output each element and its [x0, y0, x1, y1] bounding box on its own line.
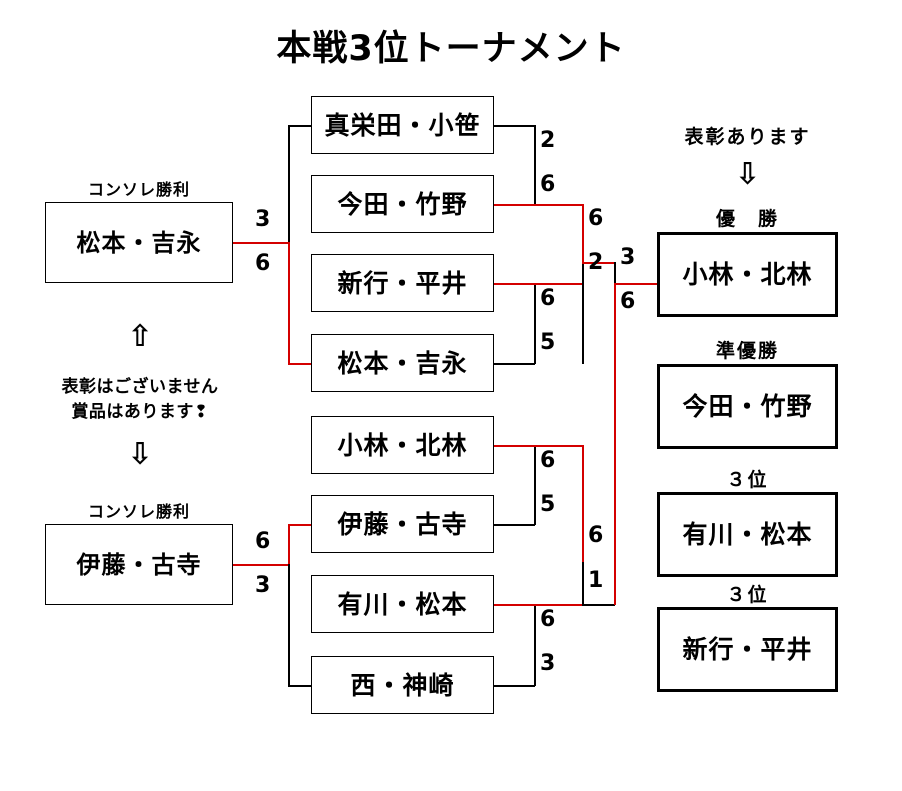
connector-left-bottom-to-box6 — [288, 524, 312, 526]
consolation-bottom-team: 伊藤・古寺 — [76, 550, 202, 579]
r1-pairD-out — [534, 604, 583, 606]
final-riser-upper — [614, 262, 616, 284]
r1-pairA-score-lower: 6 — [540, 172, 556, 197]
r1-box-6: 伊藤・古寺 — [311, 495, 494, 553]
consolation-top-team: 松本・吉永 — [76, 228, 202, 257]
r1-box-5: 小林・北林 — [311, 416, 494, 474]
result-team-4: 新行・平井 — [682, 635, 813, 664]
r1-pairB-score-lower: 5 — [540, 330, 556, 355]
r1-box-8: 西・神崎 — [311, 656, 494, 714]
result-team-2: 今田・竹野 — [682, 392, 813, 421]
notice-arrow-up-icon: ⇧ — [127, 319, 153, 354]
r1-box-7: 有川・松本 — [311, 575, 494, 633]
consolation-bottom-score-down: 3 — [255, 573, 271, 598]
r1-pairB-top-stub — [494, 283, 535, 285]
r2-upper-riser-lower — [582, 262, 584, 364]
connector-left-bottom-riser-lower — [288, 564, 290, 686]
awards-arrow-down-icon: ⇩ — [734, 157, 761, 192]
page-title: 本戦3位トーナメント — [276, 29, 626, 69]
consolation-bottom-caption: コンソレ勝利 — [87, 502, 190, 521]
r2-upper-score-lower: 2 — [588, 250, 604, 275]
final-out-to-champion — [614, 283, 658, 285]
result-box-third-b: 新行・平井 — [657, 607, 838, 692]
r1-pairB-riser-lower — [534, 283, 536, 364]
r2-upper-riser-upper — [582, 204, 584, 263]
r1-pairA-out — [534, 204, 583, 206]
r1-pairC-out — [534, 445, 583, 447]
result-rank-label-3: ３位 — [726, 469, 769, 491]
r1-pairB-out — [534, 283, 583, 285]
final-score-lower: 6 — [620, 289, 636, 314]
r1-pairD-riser-lower — [534, 604, 536, 686]
r1-pairC-bottom-stub — [494, 524, 535, 526]
result-box-third-a: 有川・松本 — [657, 492, 838, 577]
r1-pairD-bottom-stub — [494, 685, 535, 687]
r2-lower-score-upper: 6 — [588, 523, 604, 548]
r1-pairB-score-upper: 6 — [540, 286, 556, 311]
r1-pairD-score-lower: 3 — [540, 651, 556, 676]
r1-team-2: 今田・竹野 — [337, 189, 468, 219]
r1-pairA-riser-upper — [534, 125, 536, 205]
final-riser-lower — [614, 283, 616, 605]
connector-left-bottom-riser-upper — [288, 524, 290, 565]
r1-box-3: 新行・平井 — [311, 254, 494, 312]
result-rank-label-4: ３位 — [726, 584, 769, 606]
r1-pairD-top-stub — [494, 604, 535, 606]
r1-pairC-score-upper: 6 — [540, 448, 556, 473]
r1-team-8: 西・神崎 — [350, 670, 455, 700]
notice-arrow-down-icon: ⇩ — [127, 437, 153, 472]
connector-left-top-riser-lower — [288, 242, 290, 364]
r2-upper-out — [582, 262, 615, 264]
r1-team-3: 新行・平井 — [337, 268, 468, 298]
r1-pairA-top-stub — [494, 125, 535, 127]
r2-upper-score-upper: 6 — [588, 206, 604, 231]
r1-pairC-score-lower: 5 — [540, 492, 556, 517]
connector-left-bottom-to-box8 — [288, 685, 312, 687]
r2-lower-out — [582, 604, 615, 606]
r1-box-4: 松本・吉永 — [311, 334, 494, 392]
result-box-runner-up: 今田・竹野 — [657, 364, 838, 449]
r1-pairA-score-upper: 2 — [540, 128, 556, 153]
consolation-bottom-box: 伊藤・古寺 — [45, 524, 233, 605]
r1-team-1: 真栄田・小笹 — [324, 110, 481, 140]
r1-team-6: 伊藤・古寺 — [337, 509, 468, 539]
r1-team-5: 小林・北林 — [337, 430, 468, 460]
notice-line-2: 賞品はあります❢ — [71, 402, 209, 422]
consolation-bottom-score-up: 6 — [255, 529, 271, 554]
r1-box-1: 真栄田・小笹 — [311, 96, 494, 154]
result-team-1: 小林・北林 — [682, 260, 813, 289]
r1-box-2: 今田・竹野 — [311, 175, 494, 233]
final-score-upper: 3 — [620, 245, 636, 270]
r1-pairD-score-upper: 6 — [540, 607, 556, 632]
r2-lower-score-lower: 1 — [588, 568, 604, 593]
r1-pairA-bottom-stub — [494, 204, 535, 206]
notice-line-1: 表彰はございません — [61, 377, 219, 397]
r2-lower-riser-upper — [582, 445, 584, 563]
consolation-top-box: 松本・吉永 — [45, 202, 233, 283]
result-rank-label-2: 準優勝 — [715, 340, 779, 362]
r1-team-7: 有川・松本 — [337, 589, 468, 619]
connector-consolation-top-stub — [233, 242, 289, 244]
connector-consolation-bottom-stub — [233, 564, 289, 566]
result-box-champion: 小林・北林 — [657, 232, 838, 317]
consolation-top-caption: コンソレ勝利 — [87, 180, 190, 199]
r1-pairC-top-stub — [494, 445, 535, 447]
connector-left-top-riser-upper — [288, 125, 290, 243]
connector-left-top-to-box4 — [288, 363, 312, 365]
result-team-3: 有川・松本 — [682, 520, 813, 549]
awards-header-text: 表彰あります — [684, 126, 811, 148]
consolation-top-score-up: 3 — [255, 207, 271, 232]
connector-left-top-to-box1 — [288, 125, 312, 127]
result-rank-label-1: 優 勝 — [715, 208, 779, 230]
r1-team-4: 松本・吉永 — [337, 348, 468, 378]
r1-pairB-bottom-stub — [494, 363, 535, 365]
r1-pairC-riser-lower — [534, 445, 536, 525]
consolation-top-score-down: 6 — [255, 251, 271, 276]
r2-lower-riser-lower — [582, 562, 584, 605]
